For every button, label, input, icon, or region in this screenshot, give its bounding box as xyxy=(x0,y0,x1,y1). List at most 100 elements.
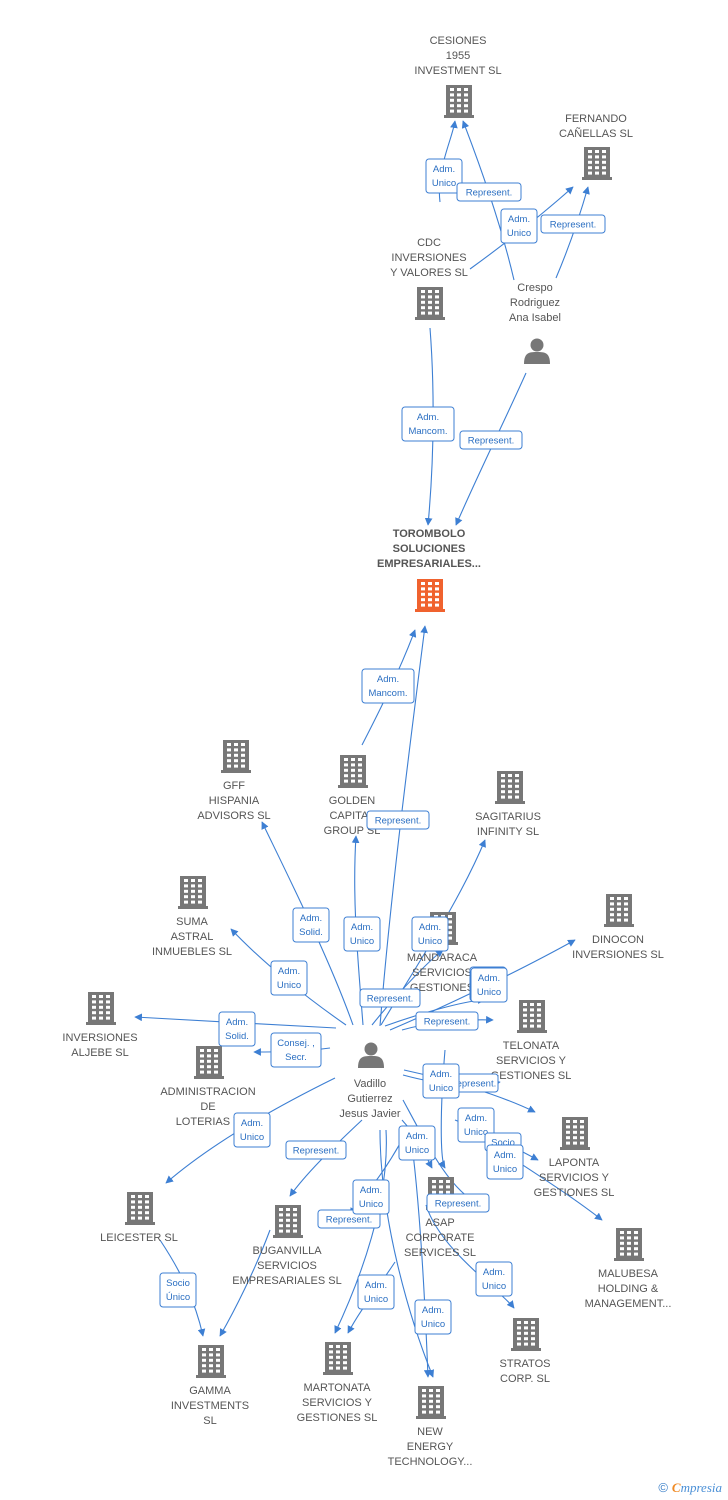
edge-label[interactable]: Adm.Solid. xyxy=(218,1011,256,1047)
node-label: FERNANDO xyxy=(565,113,627,125)
brand-footer[interactable]: ©Cmpresia xyxy=(658,1480,722,1496)
brand-name: mpresia xyxy=(680,1480,722,1495)
edge-label[interactable]: Adm.Unico xyxy=(470,967,508,1003)
edge-label[interactable]: Represent. xyxy=(459,430,523,450)
edge-label[interactable]: Adm.Unico xyxy=(457,1107,495,1143)
edge-label-text: Adm. xyxy=(433,164,455,175)
edge-label-text: Adm. xyxy=(508,214,530,225)
node-label: CDC xyxy=(417,237,441,249)
node-label: CORP. SL xyxy=(500,1373,550,1385)
edge-label[interactable]: Adm.Unico xyxy=(352,1179,390,1215)
node-fernando[interactable]: FERNANDO CAÑELLAS SL xyxy=(559,113,633,180)
edge-label-text: Adm. xyxy=(351,922,373,933)
building-icon xyxy=(415,579,445,612)
edge-label[interactable]: Adm.Unico xyxy=(357,1274,395,1310)
edge-label-box xyxy=(218,1011,256,1047)
node-dinocon[interactable]: DINOCON INVERSIONES SL xyxy=(572,894,664,961)
edge-label[interactable]: Represent. xyxy=(366,810,430,830)
edge-label[interactable]: Adm.Unico xyxy=(475,1261,513,1297)
edge-label[interactable]: Consej. ,Secr. xyxy=(270,1032,322,1068)
edge-label[interactable]: Adm.Mancom. xyxy=(401,406,455,442)
edge-label[interactable]: Adm.Unico xyxy=(398,1125,436,1161)
edge-label[interactable]: Adm.Unico xyxy=(500,208,538,244)
edge-label[interactable]: Represent. xyxy=(285,1140,347,1160)
node-aljebe[interactable]: INVERSIONES ALJEBE SL xyxy=(62,992,138,1059)
node-label: INVERSIONES xyxy=(62,1032,137,1044)
edge-label-box xyxy=(270,960,308,996)
edge-label[interactable]: Adm.Unico xyxy=(486,1144,524,1180)
edge-label[interactable]: Represent. xyxy=(540,214,606,234)
edge-label-box xyxy=(285,1140,347,1160)
building-icon xyxy=(178,876,208,909)
edge-label[interactable]: Adm.Unico xyxy=(414,1299,452,1335)
edge-label-box xyxy=(457,1107,495,1143)
node-label: EMPRESARIALES SL xyxy=(232,1275,341,1287)
edge-label-box xyxy=(500,208,538,244)
edge-label-text: Unico xyxy=(364,1294,388,1305)
node-label: SERVICIOS Y xyxy=(539,1172,610,1184)
edge-label-box xyxy=(159,1272,197,1308)
edge-label[interactable]: Represent. xyxy=(359,988,421,1008)
edge-label[interactable]: Adm.Mancom. xyxy=(361,668,415,704)
edge-label-text: Unico xyxy=(350,936,374,947)
node-label: CAÑELLAS SL xyxy=(559,127,633,140)
edge-label[interactable]: Adm.Unico xyxy=(270,960,308,996)
node-label: Y VALORES SL xyxy=(390,267,468,279)
node-label: SUMA xyxy=(176,916,208,928)
node-label: INVERSIONES SL xyxy=(572,949,664,961)
edge-label-text: Adm. xyxy=(478,973,500,984)
node-label: GESTIONES xyxy=(410,982,474,994)
node-label: 1955 xyxy=(446,50,470,62)
edge-label-box xyxy=(475,1261,513,1297)
edge-label-box xyxy=(422,1063,460,1099)
node-label: ALJEBE SL xyxy=(71,1047,128,1059)
node-label: SL xyxy=(203,1415,216,1427)
node-label: DINOCON xyxy=(592,934,644,946)
node-label: DE xyxy=(200,1101,215,1113)
copyright-symbol: © xyxy=(658,1480,668,1495)
node-leicester[interactable]: LEICESTER SL xyxy=(100,1192,178,1244)
node-newenergy[interactable]: NEWENERGYTECHNOLOGY... xyxy=(388,1386,473,1468)
edge-label[interactable]: Adm.Unico xyxy=(411,916,449,952)
building-icon xyxy=(560,1117,590,1150)
edge-label[interactable]: Represent. xyxy=(415,1011,479,1031)
building-icon xyxy=(416,1386,446,1419)
node-label: SERVICIOS xyxy=(412,967,472,979)
edge-label-text: Adm. xyxy=(422,1305,444,1316)
edge-label[interactable]: Represent. xyxy=(456,182,522,202)
node-label: SERVICIOS xyxy=(257,1260,317,1272)
edge-label-box xyxy=(414,1299,452,1335)
node-label: ASTRAL xyxy=(171,931,214,943)
edge-label-text: Adm. xyxy=(360,1185,382,1196)
edge-label[interactable]: Represent. xyxy=(426,1193,490,1213)
edge-label[interactable]: Adm.Unico xyxy=(425,158,463,194)
edge-label[interactable]: Adm. Unico xyxy=(343,916,381,952)
edge-label-text: Solid. xyxy=(225,1031,249,1042)
node-torombolo[interactable]: TOROMBOLOSOLUCIONESEMPRESARIALES... xyxy=(377,528,481,612)
edge-label-box xyxy=(425,158,463,194)
node-label: CESIONES xyxy=(430,35,487,47)
edge-label[interactable]: Adm.Solid. xyxy=(292,907,330,943)
building-icon xyxy=(273,1205,303,1238)
edge-label[interactable]: Adm.Unico xyxy=(422,1063,460,1099)
edge-label[interactable]: Adm.Unico xyxy=(233,1112,271,1148)
